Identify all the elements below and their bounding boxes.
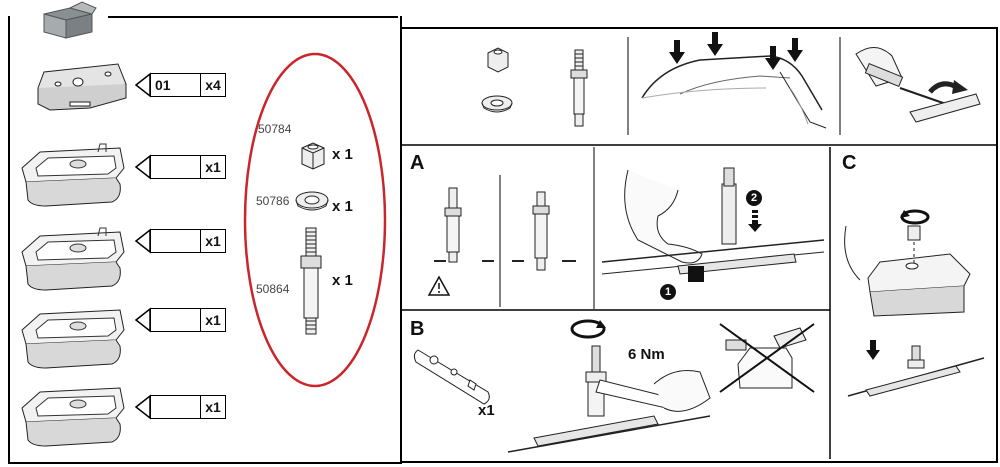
tighten-drawing: [507, 345, 711, 453]
kit-tag-code: [151, 230, 201, 252]
down-arrow-icon: [787, 38, 803, 62]
kit-tag-count: x4: [205, 77, 221, 93]
instructions-panel: [400, 27, 998, 463]
level-dashes: [434, 260, 576, 262]
top-washer-icon: [481, 95, 513, 113]
car-roof-drawing: [641, 55, 827, 129]
tag-pointer-1: [134, 72, 151, 98]
foot-pad-drawing-3: [21, 309, 125, 369]
pry-tool-drawing: [855, 47, 981, 123]
down-arrow-icon: [866, 340, 880, 360]
wrench-tool-drawing: [413, 349, 490, 405]
push-down-arrow-icon: [748, 210, 762, 232]
threaded-stud-icon: [300, 227, 322, 335]
kit-tag-code: [151, 309, 201, 331]
part-number-stud: 50864: [256, 282, 290, 296]
highlight-oval: [243, 52, 387, 388]
bracket-plate-drawing: [37, 63, 127, 111]
step-marker-2: 2: [746, 190, 762, 206]
kit-tag-code: [151, 396, 201, 418]
step-b-qty: x1: [478, 402, 495, 419]
tag-pointer-3: [134, 228, 151, 254]
washer-icon: [295, 191, 329, 211]
down-arrow-icon: [765, 46, 781, 70]
kit-tag-5: x1: [150, 395, 226, 419]
kit-tag-1: 01 x4: [150, 73, 226, 97]
tag-pointer-5: [134, 394, 151, 420]
kit-tag-count: x1: [205, 233, 221, 249]
kit-tag-3: x1: [150, 229, 226, 253]
foot-pad-drawing-2: [21, 227, 125, 291]
kit-tag-count: x1: [205, 159, 221, 175]
step-marker-1-label: 1: [664, 286, 672, 298]
part-qty-stud: x 1: [332, 272, 353, 289]
top-nut-icon: [487, 47, 509, 73]
top-stud-icon: [570, 49, 588, 127]
no-power-tool-icon: [719, 323, 815, 393]
rotate-arrow-icon: [570, 319, 606, 339]
warning-icon: [427, 275, 451, 296]
kit-tag-code: [151, 156, 201, 178]
torque-label: 6 Nm: [628, 346, 665, 363]
box-icon: [43, 1, 97, 39]
kit-tag-count: x1: [205, 399, 221, 415]
panel-dividers: [400, 37, 996, 459]
foot-pad-drawing-4: [21, 387, 125, 447]
part-number-nut: 50784: [258, 122, 292, 136]
kit-tag-count: x1: [205, 312, 221, 328]
part-qty-washer: x 1: [332, 198, 353, 215]
down-arrow-icon: [669, 40, 685, 64]
hand-insert-drawing: [601, 167, 825, 282]
stud-alt-drawing: [532, 191, 550, 271]
rotate-arrow-icon: [900, 209, 930, 225]
kit-tag-2: x1: [150, 155, 226, 179]
tag-pointer-2: [134, 154, 151, 180]
tag-pointer-4: [134, 307, 151, 333]
step-marker-2-label: 2: [750, 192, 758, 204]
stud-correct-drawing: [444, 187, 462, 263]
step-c-label: C: [842, 152, 857, 174]
foot-pad-drawing-1: [21, 143, 125, 207]
rail-stud-drawing: [847, 345, 985, 397]
hex-nut-icon: [301, 142, 325, 170]
step-a-label: A: [410, 152, 425, 174]
panel-top-border: [108, 16, 398, 18]
kit-tag-4: x1: [150, 308, 226, 332]
kit-tag-code: 01: [151, 74, 201, 96]
foot-mount-drawing: [844, 225, 971, 317]
step-marker-1: 1: [660, 284, 676, 300]
part-qty-nut: x 1: [332, 146, 353, 163]
down-arrow-icon: [707, 32, 723, 56]
part-number-washer: 50786: [256, 194, 290, 208]
step-b-label: B: [410, 318, 425, 340]
